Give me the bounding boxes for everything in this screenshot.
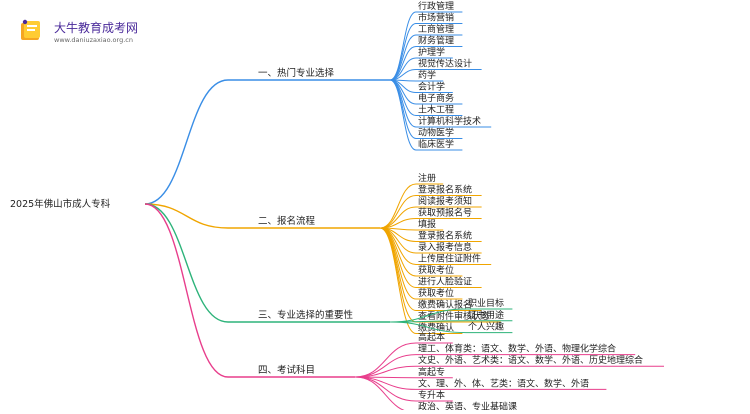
leaf-topic: 行政管理 (418, 0, 454, 12)
leaf-connector (389, 79, 417, 151)
leaf-topic: 获取预报名号 (418, 207, 472, 219)
leaf-topic: 进行人脸验证 (418, 276, 472, 288)
branch-connector (144, 203, 229, 378)
leaf-topic: 注册 (418, 172, 436, 184)
leaf-topic: 阅读报考须知 (418, 195, 472, 207)
root-topic: 2025年佛山市成人专科 (10, 198, 111, 210)
leaf-topic: 政治、英语、专业基础课 (418, 401, 517, 410)
leaf-topic: 登录报名系统 (418, 184, 472, 196)
leaf-topic: 获取考位 (418, 264, 454, 276)
branch-topic: 一、热门专业选择 (258, 67, 335, 79)
leaf-connector (354, 354, 417, 378)
leaf-topic: 市场营销 (418, 12, 454, 24)
book-logo-icon (21, 19, 40, 40)
leaf-topic: 填报 (418, 218, 436, 230)
leaf-connector (354, 376, 417, 414)
leaf-topic: 职业目标 (468, 297, 504, 309)
leaf-topic: 证书用途 (468, 309, 504, 321)
branch-topic: 二、报名流程 (258, 215, 316, 227)
leaf-topic: 理工、体育类：语文、数学、外语、物理化学综合 (418, 343, 616, 355)
leaf-topic: 会计学 (418, 81, 445, 93)
site-logo[interactable]: 大牛教育成考网 www.daniuzaxiao.org.cn (14, 14, 214, 50)
leaf-topic: 高起专 (418, 366, 445, 378)
leaf-topic: 上传居住证附件 (418, 253, 481, 265)
branch-topic: 四、考试科目 (258, 364, 315, 376)
leaf-topic: 登录报名系统 (418, 230, 472, 242)
leaf-topic: 护理学 (418, 46, 445, 58)
logo-title: 大牛教育成考网 (54, 21, 139, 35)
leaf-topic: 药学 (418, 69, 436, 81)
leaf-connector (389, 34, 417, 81)
leaf-connector (379, 206, 417, 229)
leaf-topic: 财务管理 (418, 35, 454, 47)
leaf-connector (389, 321, 467, 334)
leaf-connector (389, 46, 417, 81)
leaf-topic: 高起本 (418, 331, 445, 343)
leaf-topic: 专升本 (418, 389, 445, 401)
leaf-connector (379, 183, 417, 229)
branch-connector (144, 79, 229, 205)
branch-topic: 三、专业选择的重要性 (258, 309, 354, 321)
leaf-topic: 获取考位 (418, 287, 454, 299)
leaf-topic: 缴费确认 (418, 322, 454, 334)
leaf-topic: 土木工程 (418, 104, 454, 116)
leaf-topic: 录入报考信息 (418, 241, 472, 253)
leaf-topic: 视觉传达设计 (418, 58, 472, 70)
leaf-connector (389, 57, 417, 81)
leaf-connector (354, 376, 417, 390)
leaf-topic: 文、理、外、体、艺类：语文、数学、外语 (418, 377, 589, 389)
leaf-topic: 工商管理 (418, 23, 454, 35)
leaf-connector (389, 23, 417, 81)
leaf-topic: 电子商务 (418, 92, 454, 104)
branch-connector (144, 203, 229, 323)
branch-connector (144, 203, 229, 229)
leaf-topic: 临床医学 (418, 138, 454, 150)
logo-url: www.daniuzaxiao.org.cn (54, 36, 133, 44)
leaf-topic: 计算机科学技术 (418, 115, 481, 127)
leaf-topic: 文史、外语、艺术类：语文、数学、外语、历史地理综合 (418, 354, 643, 366)
leaf-connector (379, 227, 417, 334)
leaf-topic: 个人兴趣 (468, 321, 504, 333)
leaf-topic: 动物医学 (418, 127, 454, 139)
leaf-connector (389, 79, 417, 139)
leaf-topic: 缴费确认报名 (418, 299, 472, 311)
